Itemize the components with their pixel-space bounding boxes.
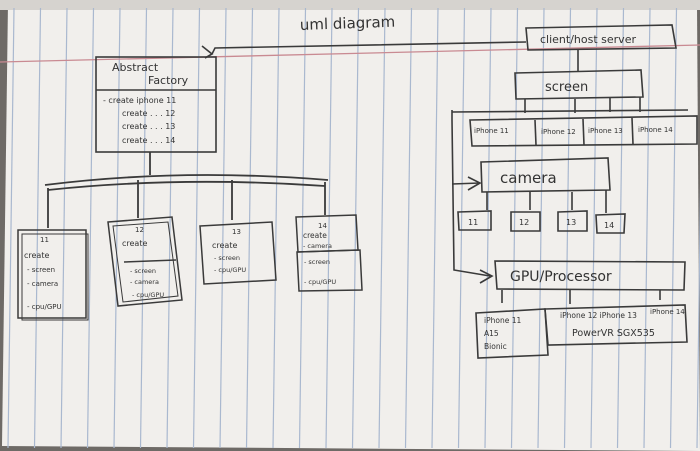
abstract-factory-method-4: create . . . 14 bbox=[122, 136, 175, 145]
factory-11-line-2: - screen bbox=[27, 266, 55, 274]
rule-line bbox=[510, 7, 519, 449]
rule-line bbox=[219, 7, 227, 449]
gpu-variant-far-right: iPhone 14 bbox=[650, 308, 685, 316]
factory-13-line-2: - screen bbox=[214, 254, 240, 262]
client-host-server-label: client/host server bbox=[540, 33, 636, 46]
camera-variant-14: 14 bbox=[604, 221, 614, 230]
rule-line bbox=[351, 7, 360, 449]
camera-variant-12: 12 bbox=[519, 218, 529, 227]
abstract-factory-name-1: Abstract bbox=[112, 61, 159, 74]
gpu-box bbox=[475, 260, 688, 359]
factory-13-number: 13 bbox=[232, 228, 241, 236]
gpu-variant-left-1: iPhone 11 bbox=[484, 316, 521, 325]
factory-hierarchy-lines bbox=[44, 152, 329, 228]
gpu-variant-right-top: iPhone 12 iPhone 13 bbox=[560, 311, 637, 320]
abstract-factory-method-3: create . . . 13 bbox=[122, 122, 175, 131]
camera-variant-13: 13 bbox=[566, 218, 576, 227]
factory-14-line-4: - cpu/GPU bbox=[304, 278, 336, 286]
gpu-label: GPU/Processor bbox=[510, 269, 612, 285]
factory-12-line-3: - camera bbox=[130, 278, 159, 286]
factory-14-number: 14 bbox=[318, 222, 327, 230]
rule-line bbox=[378, 7, 386, 449]
screen-variant-13: iPhone 13 bbox=[588, 127, 623, 135]
screen-box bbox=[451, 69, 698, 147]
rule-line bbox=[166, 7, 174, 449]
factory-14-line-2: - camera bbox=[303, 242, 332, 250]
gpu-variant-left-3: Bionic bbox=[484, 342, 507, 351]
factory-11-line-1: create bbox=[24, 251, 49, 260]
factory-12-line-4: - cpu/GPU bbox=[132, 291, 164, 299]
rule-line bbox=[484, 7, 492, 449]
screen-to-gpu-line bbox=[451, 119, 491, 277]
rule-line bbox=[537, 7, 545, 449]
factory-14-box bbox=[295, 214, 363, 292]
factory-11-box bbox=[17, 229, 89, 321]
factory-11-line-4: - cpu/GPU bbox=[27, 303, 62, 311]
factory-12-box bbox=[107, 216, 183, 307]
rule-line bbox=[590, 7, 598, 449]
camera-arrow-line bbox=[451, 182, 481, 185]
rule-line bbox=[696, 183, 700, 449]
diagram-title: uml diagram bbox=[300, 13, 396, 34]
rule-line bbox=[616, 7, 625, 449]
rule-line bbox=[563, 7, 572, 449]
screen-label: screen bbox=[545, 80, 588, 95]
gpu-arrowhead bbox=[479, 269, 494, 284]
rule-line bbox=[669, 7, 678, 449]
margin-line bbox=[0, 44, 700, 63]
rule-line bbox=[298, 7, 307, 449]
abstract-factory-method-1: - create iphone 11 bbox=[103, 96, 176, 105]
camera-label: camera bbox=[500, 169, 557, 187]
rule-line bbox=[113, 7, 121, 449]
factory-13-line-1: create bbox=[212, 241, 237, 250]
rule-line bbox=[272, 7, 280, 449]
factory-14-line-1: create bbox=[303, 231, 327, 240]
rule-line bbox=[60, 7, 68, 449]
abstract-factory-class bbox=[95, 56, 217, 153]
factory-12-line-1: create bbox=[122, 239, 147, 248]
screen-variant-12: iPhone 12 bbox=[541, 128, 576, 136]
abstract-factory-method-2: create . . . 12 bbox=[122, 109, 175, 118]
factory-11-line-3: - camera bbox=[27, 280, 58, 288]
factory-11-number: 11 bbox=[40, 236, 49, 244]
screen-variant-11: iPhone 11 bbox=[474, 127, 509, 135]
rule-line bbox=[86, 7, 95, 449]
gpu-variant-right-bottom: PowerVR SGX535 bbox=[572, 328, 655, 339]
rule-line bbox=[33, 7, 42, 449]
rule-line bbox=[192, 7, 201, 449]
rule-line bbox=[457, 7, 466, 449]
screen-variant-14: iPhone 14 bbox=[638, 126, 673, 134]
gpu-variant-left-2: A15 bbox=[484, 329, 499, 338]
abstract-factory-name-2: Factory bbox=[148, 74, 189, 87]
client-to-factory-arrow bbox=[201, 41, 527, 59]
abstract-factory-box bbox=[95, 56, 217, 153]
camera-arrowhead bbox=[467, 176, 482, 191]
factory-12-line-2: - screen bbox=[130, 267, 156, 275]
camera-variant-11: 11 bbox=[468, 218, 478, 227]
rule-line bbox=[643, 7, 651, 449]
rule-line bbox=[325, 7, 333, 449]
factory-12-number: 12 bbox=[135, 226, 144, 234]
rule-line bbox=[245, 7, 254, 449]
factory-14-line-3: - screen bbox=[304, 258, 330, 266]
page-top-edge bbox=[0, 0, 700, 10]
rule-line bbox=[7, 7, 15, 449]
rule-line bbox=[139, 7, 148, 449]
rule-line bbox=[431, 7, 439, 449]
factory-13-box bbox=[199, 221, 277, 285]
client-host-server-box bbox=[525, 24, 677, 51]
factory-13-line-3: - cpu/GPU bbox=[214, 266, 246, 274]
camera-box bbox=[457, 157, 626, 234]
ruled-lines bbox=[7, 7, 700, 449]
rule-line bbox=[404, 7, 413, 449]
